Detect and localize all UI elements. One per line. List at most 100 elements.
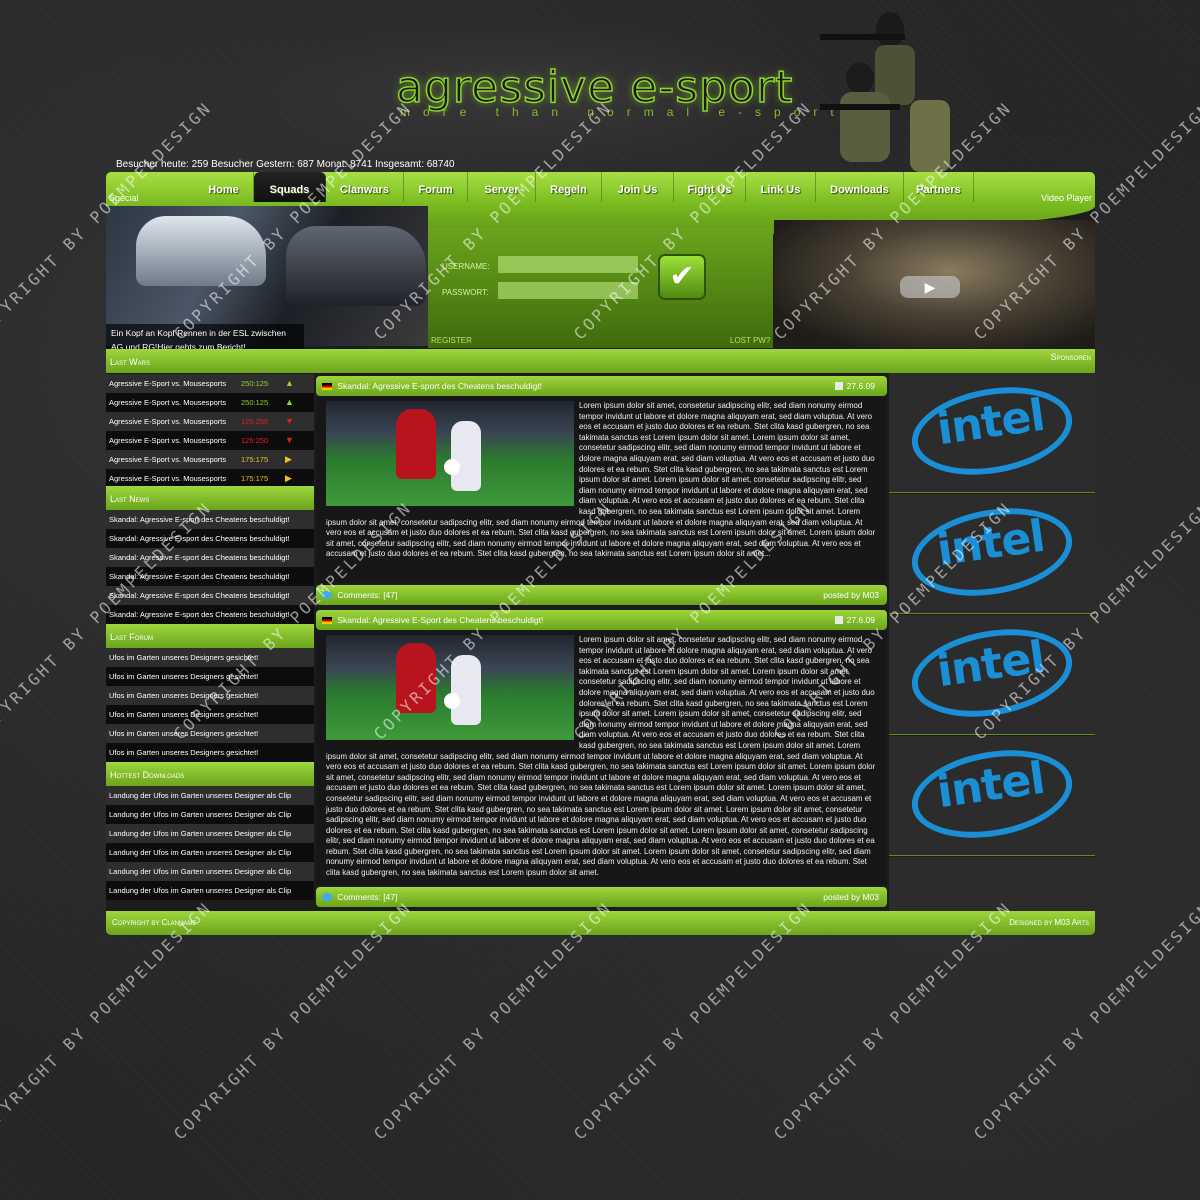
news-1-header[interactable]: Skandal: Agressive E-sport des Cheatens … <box>316 376 887 396</box>
war-score: 250:125 <box>241 379 269 388</box>
site-slogan: more than normal e-sport <box>400 105 847 119</box>
german-flag-icon <box>322 617 332 624</box>
war-result-arrow-icon: ▼ <box>285 435 294 445</box>
login-panel: USERNAME: PASSWORT: ✔ <box>428 228 773 348</box>
war-score: 175:175 <box>241 455 269 464</box>
news-2-title[interactable]: Skandal: Agressive E-Sport des Cheatens … <box>337 615 544 625</box>
site-logo-title[interactable]: agressive e-sport <box>395 61 794 114</box>
download-item[interactable]: Landung der Ufos im Garten unseres Desig… <box>106 805 314 824</box>
war-match: Agressive E-Sport vs. Mousesports <box>109 436 227 445</box>
download-item[interactable]: Landung der Ufos im Garten unseres Desig… <box>106 843 314 862</box>
nav-clanwars[interactable]: Clanwars <box>326 172 404 202</box>
war-result-arrow-icon: ▶ <box>285 454 292 464</box>
last-wars-title: Last Wars <box>110 357 151 367</box>
nav-squads[interactable]: Squads <box>254 172 326 202</box>
last-news-item[interactable]: Skandal: Agressive E-sport des Cheatens … <box>106 586 314 605</box>
war-row[interactable]: Agressive E-Sport vs. Mousesports 125:250… <box>106 431 314 450</box>
nav-downloads[interactable]: Downloads <box>816 172 904 202</box>
sponsor-intel[interactable]: intel <box>889 615 1095 735</box>
footer-designer-credit[interactable]: Designed by M03 Arts <box>1009 918 1089 927</box>
news-2-date: 27.6.09 <box>846 615 875 625</box>
login-submit-check-icon[interactable]: ✔ <box>660 256 704 298</box>
war-result-arrow-icon: ▼ <box>285 416 294 426</box>
comment-bubble-icon <box>322 893 332 901</box>
last-news-item[interactable]: Skandal: Agressive E-sport des Cheatens … <box>106 567 314 586</box>
news-1-image <box>326 401 574 506</box>
nav-fight-us[interactable]: Fight Us <box>674 172 746 202</box>
news-1-comments-link[interactable]: Comments: [47] <box>337 590 398 600</box>
last-wars-heading: Last Wars <box>106 349 1095 373</box>
special-label: Special <box>109 193 139 203</box>
sponsor-intel[interactable]: intel <box>889 494 1095 614</box>
war-match: Agressive E-Sport vs. Mousesports <box>109 417 227 426</box>
race-car-image <box>286 226 426 306</box>
hottest-downloads-heading: Hottest Downloads <box>106 762 314 786</box>
lost-password-link[interactable]: LOST PW? <box>730 336 771 345</box>
news-1-text: Lorem ipsum dolor sit amet, consetetur s… <box>326 401 876 559</box>
nav-forum[interactable]: Forum <box>404 172 468 202</box>
last-forum-item[interactable]: Ufos im Garten unseres Designers gesicht… <box>106 648 314 667</box>
news-1-footer: Comments: [47] posted by M03 <box>316 585 887 605</box>
war-row[interactable]: Agressive E-Sport vs. Mousesports 125:250… <box>106 412 314 431</box>
news-2-text: Lorem ipsum dolor sit amet, consetetur s… <box>326 635 876 878</box>
news-1-author: posted by M03 <box>823 590 879 600</box>
password-label: PASSWORT: <box>442 288 489 297</box>
special-feature[interactable]: Ein Kopf an Kopf Rennen in der ESL zwisc… <box>106 206 428 358</box>
war-result-arrow-icon: ▶ <box>285 473 292 483</box>
main-navigation: Home Squads Clanwars Forum Server Regeln… <box>106 172 1095 206</box>
header-swirl-ornament <box>230 20 830 170</box>
news-2-author: posted by M03 <box>823 892 879 902</box>
news-1-date: 27.6.09 <box>846 381 875 391</box>
last-news-item[interactable]: Skandal: Agressive E-sport des Cheatens … <box>106 605 314 624</box>
last-forum-item[interactable]: Ufos im Garten unseres Designers gesicht… <box>106 686 314 705</box>
calendar-icon <box>834 616 843 624</box>
war-match: Agressive E-Sport vs. Mousesports <box>109 398 227 407</box>
last-news-item[interactable]: Skandal: Agressive E-sport des Cheatens … <box>106 529 314 548</box>
nav-server[interactable]: Server <box>468 172 536 202</box>
sponsor-intel[interactable]: intel <box>889 373 1095 493</box>
news-2-image <box>326 635 574 740</box>
last-news-item[interactable]: Skandal: Agressive E-sport des Cheatens … <box>106 548 314 567</box>
video-player[interactable]: ▶ <box>774 220 1095 348</box>
password-input[interactable] <box>498 282 638 299</box>
download-item[interactable]: Landung der Ufos im Garten unseres Desig… <box>106 862 314 881</box>
news-2-header[interactable]: Skandal: Agressive E-Sport des Cheatens … <box>316 610 887 630</box>
war-row[interactable]: Agressive E-Sport vs. Mousesports 250:125… <box>106 393 314 412</box>
calendar-icon <box>834 382 843 390</box>
register-link[interactable]: REGISTER <box>431 336 472 345</box>
nav-partners[interactable]: Partners <box>904 172 974 202</box>
war-score: 125:250 <box>241 436 269 445</box>
last-news-item[interactable]: Skandal: Agressive E-sport des Cheatens … <box>106 510 314 529</box>
nav-regeln[interactable]: Regeln <box>536 172 602 202</box>
race-car-image <box>136 216 266 286</box>
nav-join-us[interactable]: Join Us <box>602 172 674 202</box>
soldiers-artwork <box>820 12 950 172</box>
nav-home[interactable]: Home <box>194 172 254 202</box>
nav-link-us[interactable]: Link Us <box>746 172 816 202</box>
username-input[interactable] <box>498 256 638 273</box>
news-2-comments-link[interactable]: Comments: [47] <box>337 892 398 902</box>
last-forum-item[interactable]: Ufos im Garten unseres Designers gesicht… <box>106 667 314 686</box>
sponsor-intel[interactable]: intel <box>889 736 1095 856</box>
footer: Copyright by Clanname Designed by M03 Ar… <box>106 911 1095 935</box>
war-match: Agressive E-Sport vs. Mousesports <box>109 474 227 483</box>
download-item[interactable]: Landung der Ufos im Garten unseres Desig… <box>106 786 314 805</box>
play-icon[interactable]: ▶ <box>900 276 960 298</box>
news-2-footer: Comments: [47] posted by M03 <box>316 887 887 907</box>
sponsors-heading: Sponsoren <box>1050 352 1091 362</box>
comment-bubble-icon <box>322 591 332 599</box>
last-forum-heading: Last Forum <box>106 624 314 648</box>
war-score: 125:250 <box>241 417 269 426</box>
last-forum-item[interactable]: Ufos im Garten unseres Designers gesicht… <box>106 743 314 762</box>
download-item[interactable]: Landung der Ufos im Garten unseres Desig… <box>106 881 314 900</box>
last-forum-item[interactable]: Ufos im Garten unseres Designers gesicht… <box>106 724 314 743</box>
last-forum-item[interactable]: Ufos im Garten unseres Designers gesicht… <box>106 705 314 724</box>
news-1-body: Lorem ipsum dolor sit amet, consetetur s… <box>316 397 887 583</box>
war-score: 250:125 <box>241 398 269 407</box>
news-2-body: Lorem ipsum dolor sit amet, consetetur s… <box>316 631 887 885</box>
news-1-title[interactable]: Skandal: Agressive E-sport des Cheatens … <box>337 381 542 391</box>
download-item[interactable]: Landung der Ufos im Garten unseres Desig… <box>106 824 314 843</box>
